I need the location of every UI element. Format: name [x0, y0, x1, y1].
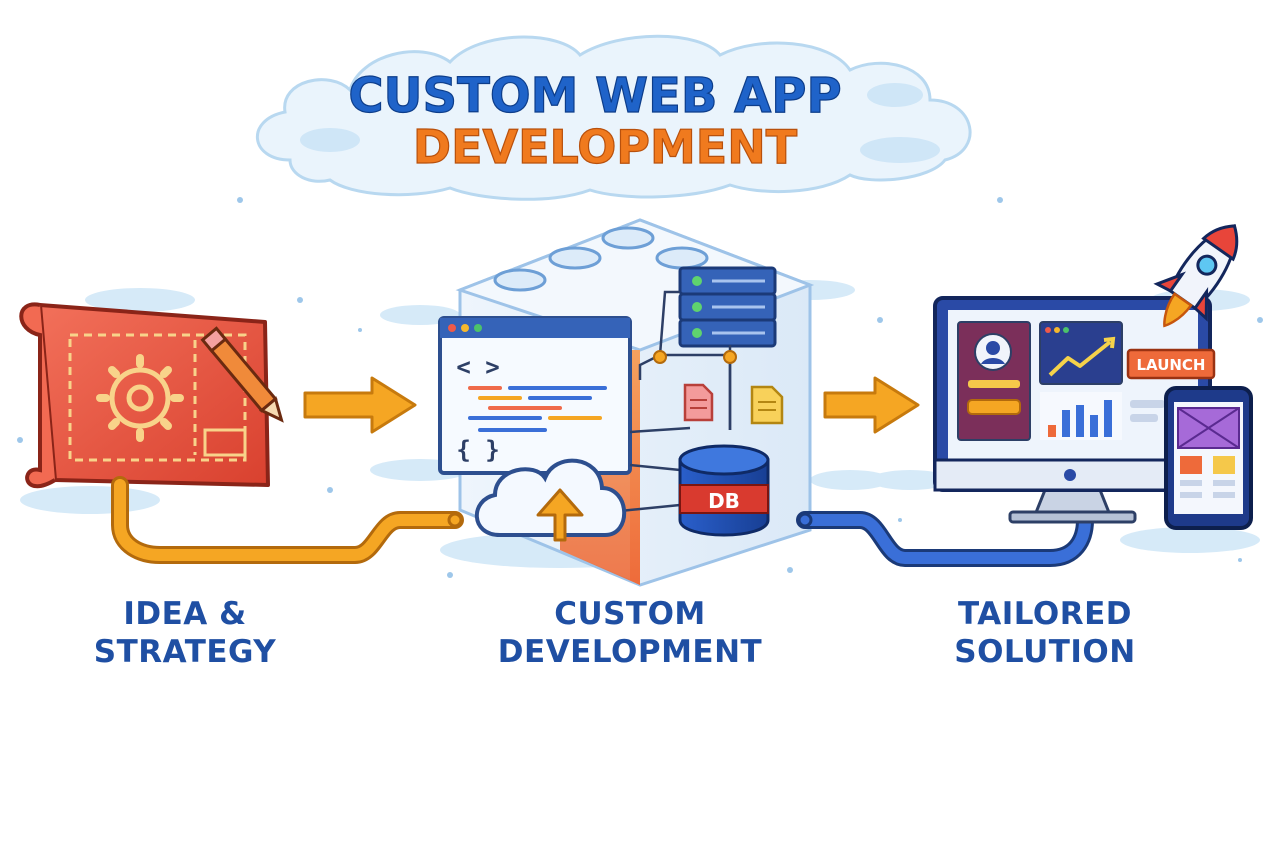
server-rack-icon	[678, 266, 777, 348]
title-line-1: CUSTOM WEB APP	[348, 68, 841, 124]
orange-pipe	[111, 476, 464, 564]
stage-label-tailored-solution: TAILORED SOLUTION	[920, 595, 1170, 671]
stage-label-idea-strategy: IDEA & STRATEGY	[60, 595, 310, 671]
stage-label-line: IDEA &	[123, 596, 247, 632]
phone-illustration	[1164, 386, 1253, 530]
bar-chart-icon	[1048, 400, 1112, 437]
stage-label-line: SOLUTION	[954, 634, 1136, 670]
code-braces-symbol: { }	[456, 436, 499, 464]
rocket-icon	[1153, 224, 1239, 328]
code-tag-symbol: < >	[456, 353, 499, 381]
arrow-right-icon	[303, 376, 417, 434]
stage-label-line: TAILORED	[957, 596, 1133, 632]
database-label: DB	[708, 489, 740, 513]
stage-label-line: CUSTOM	[554, 596, 706, 632]
stage-label-custom-development: CUSTOM DEVELOPMENT	[470, 595, 790, 671]
trend-up-icon	[1048, 340, 1112, 377]
document-icon	[683, 383, 714, 422]
cloud-upload-icon	[474, 458, 627, 542]
stage-label-line: STRATEGY	[93, 634, 277, 670]
title-cloud	[256, 34, 972, 201]
arrow-right-icon	[823, 376, 920, 434]
blue-pipe	[796, 511, 1094, 567]
code-editor-window: < > { }	[438, 316, 632, 475]
launch-button-label: LAUNCH	[1136, 356, 1205, 374]
title-line-2: DEVELOPMENT	[413, 120, 798, 174]
avatar-icon	[986, 341, 1000, 355]
gear-icon	[96, 354, 184, 442]
document-icon	[750, 385, 784, 425]
blueprint-illustration	[19, 302, 284, 489]
database-icon: DB	[678, 444, 770, 537]
stage-label-line: DEVELOPMENT	[497, 634, 763, 670]
decorative-dots	[17, 197, 1263, 578]
monitor-illustration	[933, 296, 1212, 524]
launch-button[interactable]: LAUNCH	[1126, 348, 1216, 380]
pencil-icon	[200, 326, 284, 423]
